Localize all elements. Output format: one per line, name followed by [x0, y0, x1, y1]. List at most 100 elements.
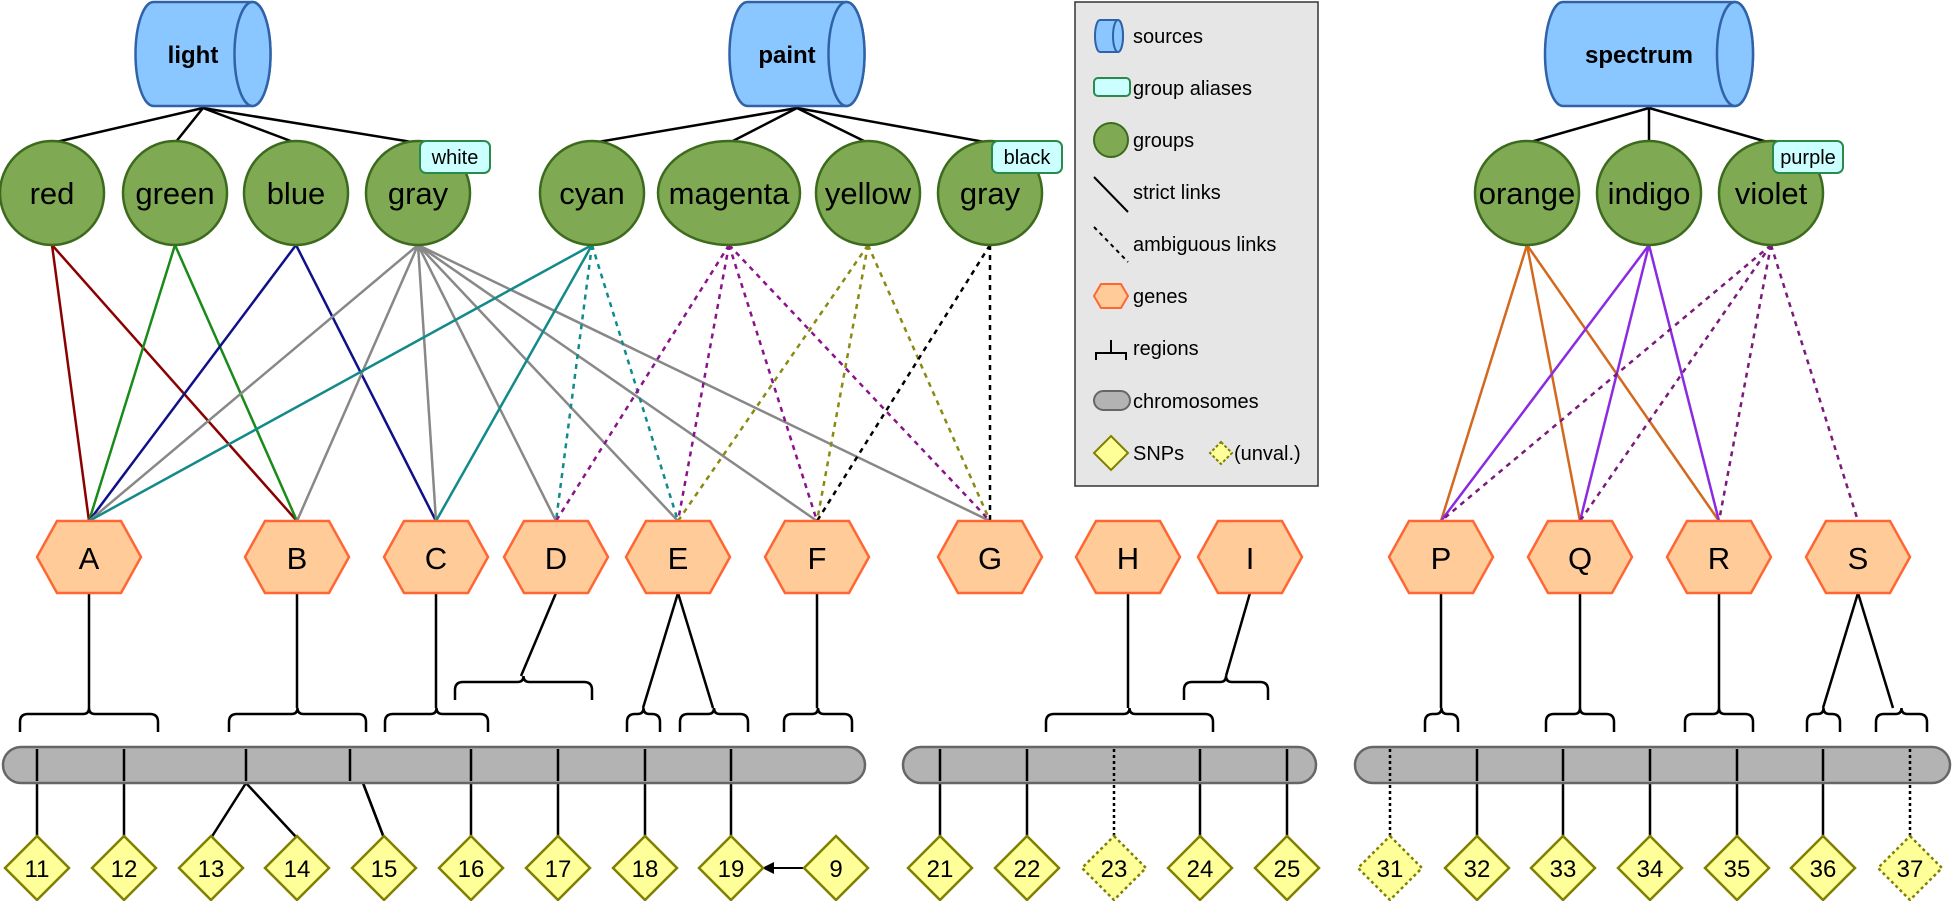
link-indigo-p — [1440, 244, 1650, 522]
legend-genes-label: genes — [1133, 286, 1188, 308]
tree-edge-blue — [202, 106, 297, 145]
group-label: gray — [388, 176, 449, 211]
region-a — [18, 707, 160, 732]
snp-label: 31 — [1377, 856, 1404, 883]
legend-ambiguous-links-label: ambiguous links — [1133, 234, 1276, 256]
link-blue-a — [88, 244, 297, 522]
link-violet-p — [1440, 244, 1772, 522]
snp-label: 15 — [371, 856, 398, 883]
legend-strict-link-icon — [1093, 176, 1129, 213]
snp-diamond — [524, 834, 592, 901]
snp-diamond — [177, 834, 245, 901]
link-yellow-f — [815, 244, 870, 522]
legend-group-icon — [1093, 122, 1129, 158]
snp-19: 19 — [697, 834, 765, 901]
group-red: red — [0, 139, 106, 247]
gene-label: F — [808, 541, 827, 576]
tree-edge-violet — [1648, 106, 1772, 145]
gene-e: E — [624, 519, 732, 595]
legend-snps-label: SNPs — [1133, 443, 1184, 465]
snp-link-13 — [209, 782, 248, 839]
link-magenta-e — [676, 244, 731, 522]
group-label: red — [30, 176, 75, 211]
link-cyan-d — [554, 244, 594, 522]
group-circle — [121, 139, 229, 247]
group-label: magenta — [669, 176, 790, 211]
link-red-a — [50, 244, 91, 522]
gene-hexagon — [35, 519, 143, 595]
group-gene-links — [50, 243, 1860, 523]
legend-group-aliases-label: group aliases — [1133, 78, 1252, 100]
snp-diamond — [1616, 834, 1684, 901]
legend-source-icon — [1094, 19, 1124, 53]
snp-diamond — [1443, 834, 1511, 901]
snp-35: 35 — [1703, 834, 1771, 901]
snp-label: 22 — [1014, 856, 1041, 883]
region-b — [227, 707, 368, 732]
legend-unvalidated-snp-icon — [1208, 440, 1234, 466]
snp-36: 36 — [1789, 834, 1857, 901]
snp-label: 36 — [1810, 856, 1837, 883]
gene-label: G — [978, 541, 1002, 576]
group-green: green — [121, 139, 229, 247]
link-violet-r — [1717, 244, 1773, 522]
region-stem-e1 — [641, 592, 680, 709]
snp-diamond — [1080, 834, 1148, 901]
link-orange-r — [1525, 244, 1721, 522]
link-gray1-a — [88, 244, 419, 522]
gene-hexagon — [1526, 519, 1634, 595]
legend-alias-icon — [1093, 77, 1131, 97]
source-label: spectrum — [1585, 42, 1693, 69]
snp-diamond — [437, 834, 505, 901]
gene-r: R — [1665, 519, 1773, 595]
source-label: light — [168, 42, 219, 69]
snp-label: 16 — [458, 856, 485, 883]
region-stem-d — [519, 592, 558, 677]
link-cyan-a — [88, 243, 593, 523]
legend-chromosomes-label: chromosomes — [1133, 391, 1259, 413]
link-gray1-d — [416, 244, 558, 522]
region-e2 — [678, 707, 750, 732]
region-e1 — [625, 707, 662, 732]
gene-hexagon — [936, 519, 1044, 595]
snp-diamond — [1876, 834, 1944, 901]
region-q — [1544, 707, 1616, 732]
gene-hexagon — [624, 519, 732, 595]
gene-label: C — [425, 541, 447, 576]
gene-hexagon — [1665, 519, 1773, 595]
gene-label: E — [668, 541, 689, 576]
legend-strict-links-label: strict links — [1133, 182, 1221, 204]
group-alias-label: white — [431, 147, 479, 169]
gene-label: A — [79, 541, 100, 576]
link-indigo-r — [1647, 244, 1721, 522]
link-gray1-e — [417, 244, 679, 522]
link-violet-q — [1578, 244, 1773, 522]
snp-label: 34 — [1637, 856, 1664, 883]
snp-diamond — [1356, 834, 1424, 901]
snp-label: 11 — [25, 856, 50, 883]
snp-diamond — [611, 834, 679, 901]
gene-regions — [18, 592, 1929, 732]
gene-label: S — [1848, 541, 1869, 576]
legend-chromosome-icon — [1093, 390, 1131, 411]
region-d — [453, 675, 594, 700]
link-green-a — [87, 244, 177, 522]
source-paint: paint — [728, 0, 866, 108]
tree-edge-gray1 — [202, 106, 419, 145]
group-alias-label: purple — [1780, 147, 1836, 169]
group-yellow: yellow — [814, 139, 922, 247]
snp-14: 14 — [263, 834, 331, 901]
group-circle — [1595, 139, 1703, 247]
link-orange-p — [1439, 244, 1529, 522]
snp-diamond — [1166, 834, 1234, 901]
source-group-tree — [51, 106, 1772, 145]
group-circle — [0, 139, 106, 247]
source-cap — [827, 0, 866, 108]
region-s2 — [1874, 707, 1929, 732]
chromosome-2 — [901, 745, 1318, 785]
link-green-b — [173, 244, 299, 522]
sources: light paint spectrum — [134, 0, 1755, 108]
gene-label: P — [1431, 541, 1452, 576]
gene-label: R — [1708, 541, 1730, 576]
